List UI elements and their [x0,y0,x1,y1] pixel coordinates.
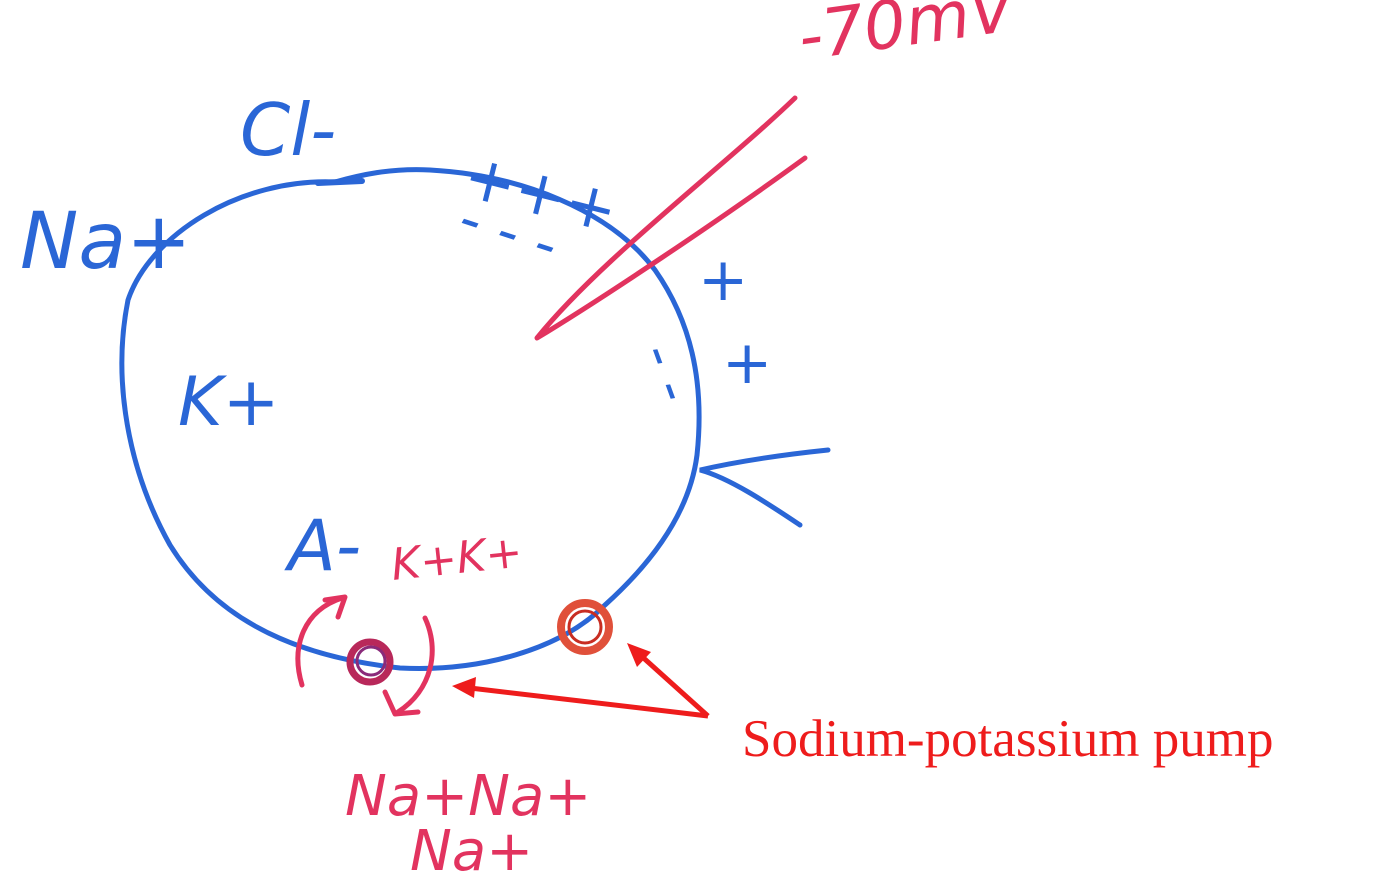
sodium-potassium-pump-left [346,638,394,686]
chloride-label: Cl- [240,88,336,172]
membrane-mark [315,178,365,186]
outside-positive-charge-right-1: + [698,245,748,315]
potassium-inside-label: K+ [178,363,280,442]
pump-rotation-arrow-in [295,595,345,688]
axon-process [699,447,831,528]
pump-rotation-arrow-out [395,615,435,715]
membrane-potential-reading: -70mV [794,0,1024,76]
pointer-arrow-up [627,643,710,718]
sodium-outside-label: Na+ [20,197,192,287]
anion-label: A- [284,505,361,587]
sodium-potassium-pump-label: Sodium-potassium pump [742,710,1274,768]
sodium-potassium-pump-right [557,599,613,655]
pump-rotation-arrowhead-in [322,594,348,620]
sodium-pair-label: Na+Na+ [345,764,591,829]
sodium-single-label: Na+ [410,819,533,877]
inside-negative-charges-right: - - [628,335,708,411]
recording-electrode [534,95,808,341]
pointer-arrow-left [452,677,709,719]
pump-rotation-arrowhead-out [382,689,421,717]
potassium-pair-label: K+K+ [389,526,525,590]
outside-positive-charge-right-2: + [722,328,772,398]
